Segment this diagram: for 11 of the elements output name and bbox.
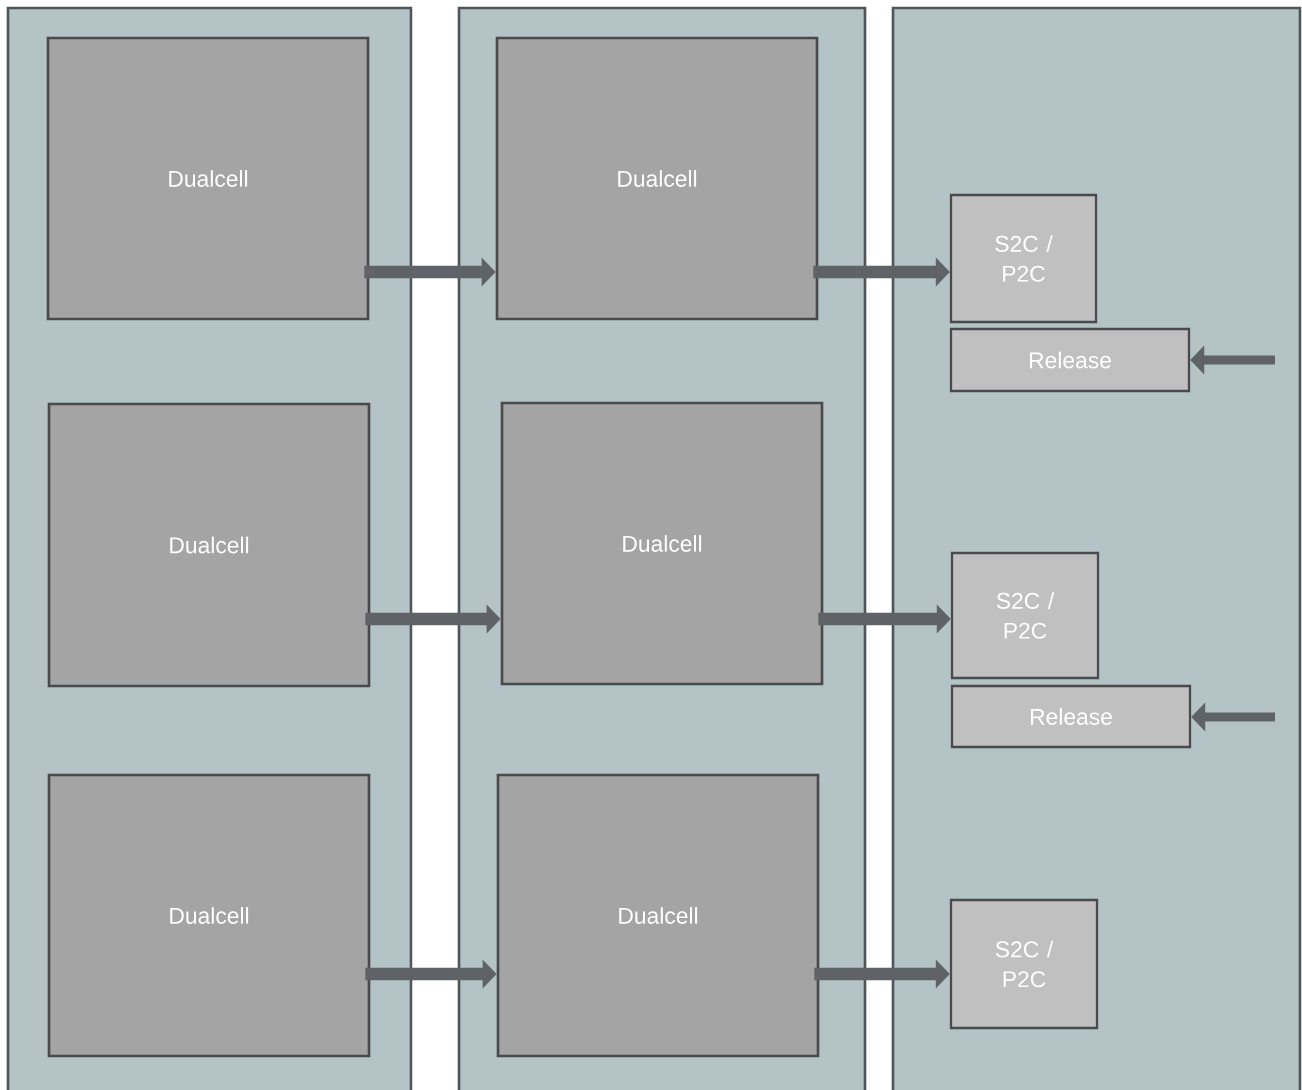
dualcell-box: Dualcell — [495, 36, 819, 321]
dualcell-box: Dualcell — [47, 773, 371, 1058]
process-box: Release — [950, 684, 1192, 749]
dualcell-box: Dualcell — [496, 773, 820, 1058]
dualcell-box: Dualcell — [47, 402, 371, 688]
process-box: S2C / P2C — [950, 551, 1100, 680]
dualcell-box: Dualcell — [46, 36, 370, 321]
process-box: S2C / P2C — [949, 193, 1098, 324]
process-box: S2C / P2C — [949, 898, 1099, 1030]
process-box: Release — [949, 327, 1191, 393]
dualcell-box: Dualcell — [500, 401, 824, 686]
